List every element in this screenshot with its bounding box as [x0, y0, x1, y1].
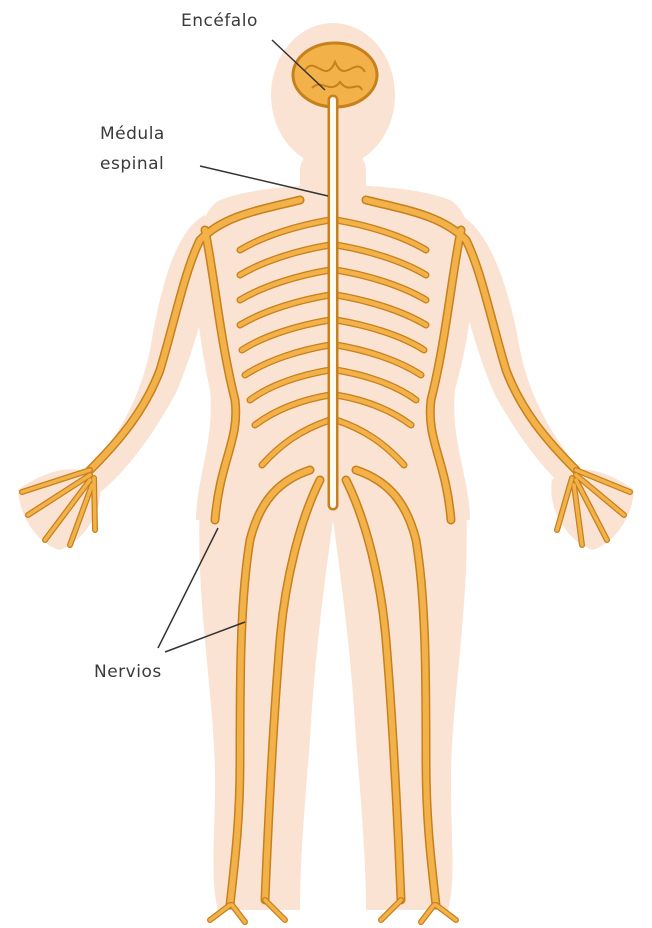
spinal-cord-label-line2: espinal — [100, 154, 164, 174]
brain-label: Encéfalo — [181, 11, 258, 31]
nerves-label: Nervios — [94, 662, 162, 682]
spinal-cord-label-line1: Médula — [100, 124, 165, 144]
